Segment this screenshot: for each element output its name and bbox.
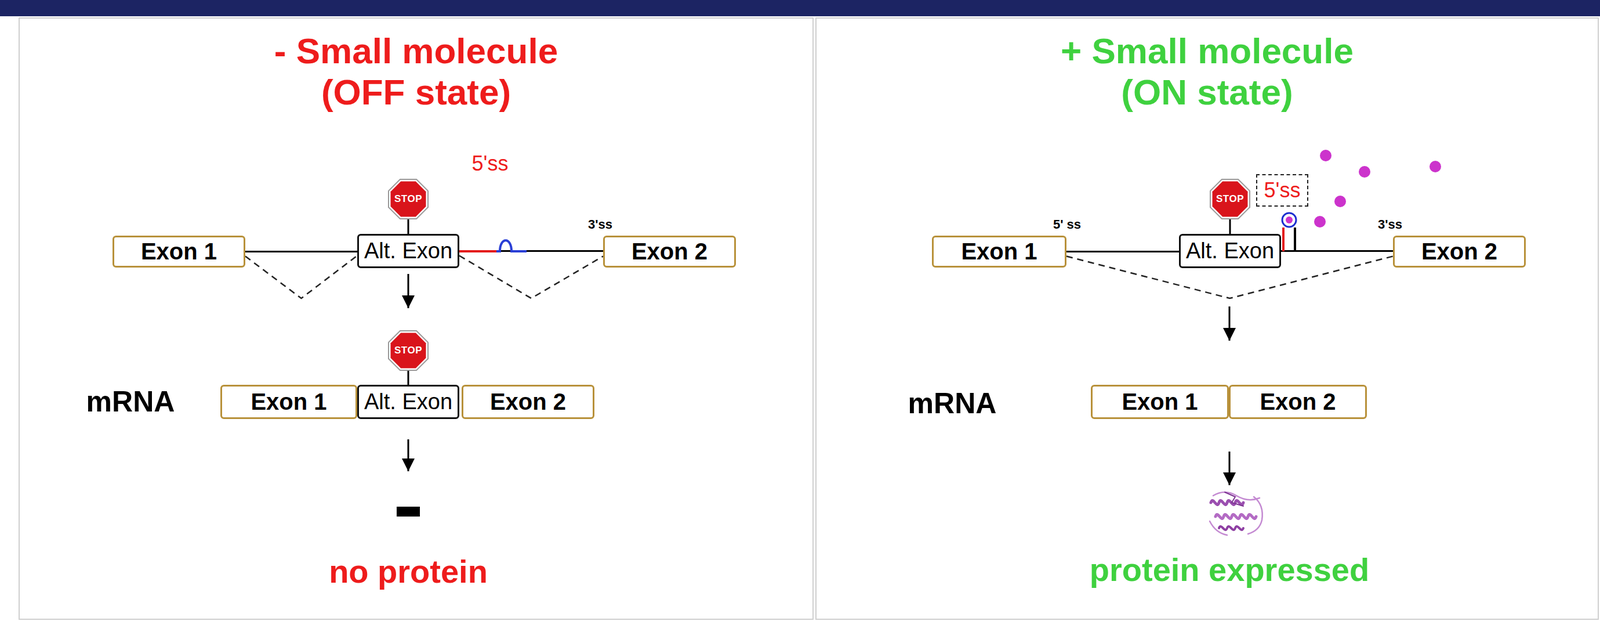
panel-heading: + Small molecule (ON state) (1045, 30, 1370, 114)
stop-text: STOP (1216, 193, 1244, 205)
exon-box: Exon 1 (1090, 384, 1229, 419)
flow-arrow (407, 273, 410, 308)
flow-arrow (1228, 451, 1231, 485)
flow-arrow (1228, 306, 1231, 341)
stop-text: STOP (394, 344, 423, 357)
stop-rim (1209, 178, 1251, 220)
intron-hump (496, 240, 527, 252)
stop-sign: STOP (387, 178, 429, 220)
stop-face (390, 181, 427, 217)
splice-path (245, 255, 358, 299)
node-label: Exon 1 (960, 238, 1037, 265)
protein-helix (1218, 525, 1244, 530)
small-molecule-dot (1429, 160, 1442, 173)
rna-line (245, 250, 358, 253)
alt-exon-box: Alt. Exon (357, 384, 460, 419)
alt-exon-box: Alt. Exon (357, 233, 460, 268)
exon-box: Exon 2 (461, 384, 595, 419)
exon-box: Exon 1 (931, 235, 1067, 268)
hairpin-stem (1293, 227, 1297, 252)
stop-rim (389, 179, 428, 219)
node-label: Exon 2 (490, 388, 567, 415)
rna-line (1229, 219, 1232, 234)
stop-face (1212, 181, 1248, 217)
hairpin-loop (1282, 212, 1297, 227)
row-label: mRNA (908, 387, 997, 420)
stop-rim (387, 329, 429, 371)
panel-heading: - Small molecule (OFF state) (254, 30, 579, 114)
rna-line (407, 219, 410, 234)
rna-line (459, 249, 604, 252)
node-label: Exon 2 (1259, 388, 1336, 415)
bound-ligand (1285, 216, 1293, 224)
exon-box: Exon 2 (603, 235, 736, 268)
stop-sign: STOP (1209, 178, 1251, 220)
stop-text: STOP (394, 193, 423, 205)
protein-structure (1209, 491, 1263, 535)
exon-box: Exon 1 (220, 384, 358, 419)
node-label: Alt. Exon (364, 238, 453, 264)
splice-site-box: 5'ss (1256, 173, 1309, 207)
protein-loop (1209, 491, 1263, 535)
state-panel: + Small molecule (ON state) 5'ssSTOP Exon … (815, 17, 1599, 620)
rna-line (1281, 249, 1393, 252)
row-label: mRNA (86, 385, 176, 418)
node-label: Exon 2 (1421, 238, 1498, 265)
stop-sign: STOP (387, 329, 429, 371)
splice-site-label: 3'ss (588, 217, 613, 232)
node-label: Exon 1 (140, 238, 217, 265)
splice-site-label: 5' ss (1053, 217, 1081, 232)
no-product-dash (396, 506, 420, 517)
protein-helix (1215, 514, 1257, 519)
splice-site-segment (459, 249, 497, 253)
hairpin-stem (1282, 227, 1285, 252)
exon-box: Exon 2 (1392, 235, 1526, 268)
splice-site-label: 5'ss (472, 151, 509, 176)
node-label: Exon 2 (631, 238, 708, 265)
outcome-label: protein expressed (1089, 551, 1370, 588)
stop-rim (1210, 179, 1250, 219)
outcome-label: no protein (328, 553, 488, 590)
node-label: 5'ss (1264, 178, 1301, 203)
protein-helix (1210, 500, 1244, 505)
small-molecule-dot (1319, 149, 1332, 162)
rna-line (1066, 250, 1179, 253)
stop-face (390, 332, 427, 369)
rna-line (407, 370, 410, 385)
splice-site-label: 3'ss (1377, 217, 1403, 232)
protein-loop (1224, 491, 1244, 506)
alt-exon-box: Alt. Exon (1178, 233, 1282, 268)
small-molecule-dot (1314, 215, 1326, 228)
stop-rim (387, 178, 429, 220)
exon-box: Exon 1 (112, 235, 246, 268)
top-bar (0, 0, 1600, 17)
exon-box: Exon 2 (1228, 384, 1367, 419)
small-molecule-dot (1334, 195, 1346, 208)
stop-rim (389, 331, 428, 370)
node-label: Exon 1 (250, 388, 327, 415)
state-panel: - Small molecule (OFF state) STOP Exon 1 Al… (18, 17, 814, 620)
node-label: Alt. Exon (1185, 238, 1275, 264)
small-molecule-dot (1358, 165, 1371, 178)
node-label: Exon 1 (1121, 388, 1198, 415)
splice-path (459, 255, 604, 299)
flow-arrow (407, 438, 410, 471)
node-label: Alt. Exon (364, 389, 453, 415)
